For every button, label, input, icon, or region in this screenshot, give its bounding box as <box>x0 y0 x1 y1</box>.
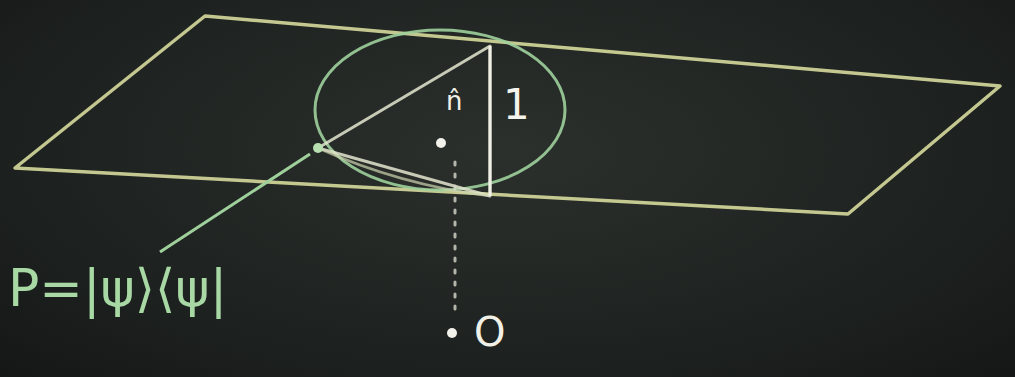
cone-triangle <box>318 46 490 196</box>
origin-dot <box>447 328 457 338</box>
origin-label: O <box>474 312 505 352</box>
cone-edge <box>318 148 490 196</box>
leader-line <box>160 154 310 252</box>
center-dot <box>436 138 446 148</box>
disc-outline <box>315 30 565 190</box>
point-p <box>313 143 323 153</box>
vertical-line <box>489 46 492 196</box>
dotted-line <box>454 162 457 318</box>
projector-label: P=|ψ⟩⟨ψ| <box>8 262 227 314</box>
tangent-plane <box>15 16 1000 214</box>
length-label: 1 <box>503 84 530 126</box>
normal-vector-label: n̂ <box>446 88 462 114</box>
